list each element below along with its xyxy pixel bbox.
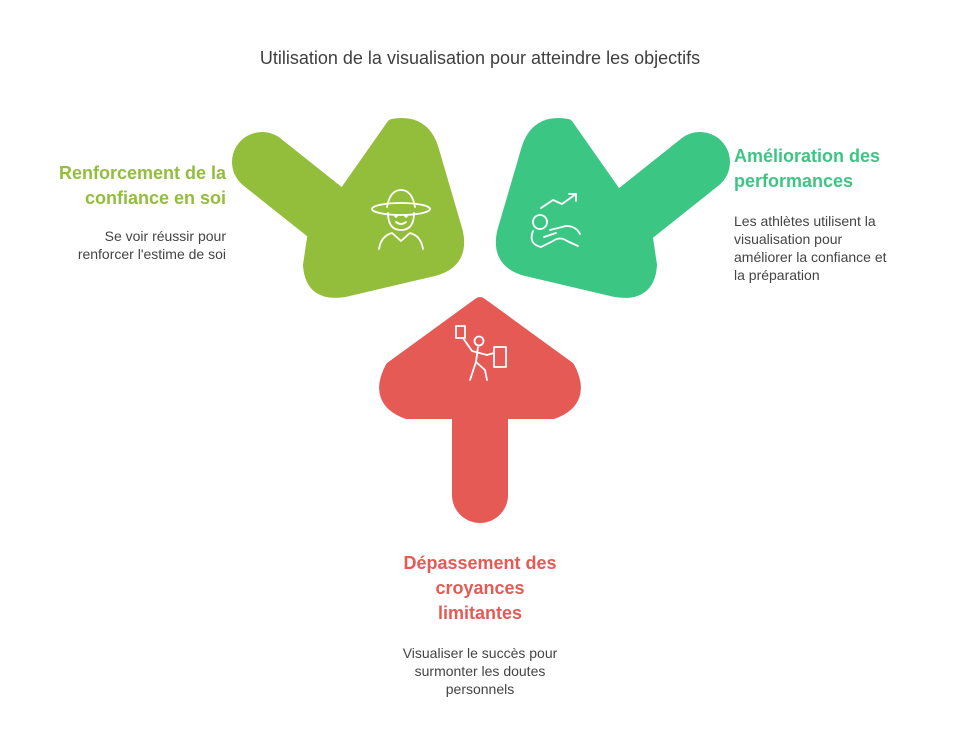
item-right-description-line: visualisation pour (734, 231, 843, 247)
item-bottom-heading-line: croyances (435, 578, 525, 598)
item-left-heading-line: Renforcement de la (58, 163, 226, 183)
item-left-description-line: Se voir réussir pour (104, 228, 226, 244)
item-right-description-line: la préparation (734, 267, 820, 283)
item-bottom-heading-line: Dépassement des (403, 553, 557, 573)
arrow-right (495, 118, 730, 298)
item-bottom-text: Dépassement des croyances limitantes Vis… (360, 551, 600, 698)
item-right-text: Amélioration des performances Les athlèt… (734, 144, 934, 284)
item-left-description-line: renforcer l'estime de soi (77, 246, 226, 262)
item-left-description: Se voir réussir pour renforcer l'estime … (0, 227, 226, 263)
athlete-trend-icon (530, 193, 581, 248)
item-right-description-line: améliorer la confiance et (734, 249, 887, 265)
diagram-title: Utilisation de la visualisation pour att… (259, 48, 701, 68)
item-right-description: Les athlètes utilisent la visualisation … (734, 212, 934, 284)
item-right-heading: Amélioration des performances (734, 144, 934, 194)
item-left-heading-line: confiance en soi (84, 188, 226, 208)
arrow-left (232, 118, 465, 298)
item-bottom-heading-line: limitantes (437, 603, 523, 623)
item-bottom-description-line: Visualiser le succès pour (402, 645, 558, 661)
farmer-hat-person-icon (371, 189, 431, 250)
item-bottom-heading: Dépassement des croyances limitantes (360, 551, 600, 626)
arrow-bottom (379, 297, 581, 523)
person-holding-signs-icon (455, 325, 507, 381)
item-left-text: Renforcement de la confiance en soi Se v… (0, 161, 226, 263)
item-bottom-description: Visualiser le succès pour surmonter les … (360, 644, 600, 698)
item-bottom-description-line: personnels (445, 681, 515, 697)
item-right-description-line: Les athlètes utilisent la (734, 213, 876, 229)
item-bottom-description-line: surmonter les doutes (414, 663, 546, 679)
item-right-heading-line: Amélioration des (734, 146, 881, 166)
item-right-heading-line: performances (734, 171, 854, 191)
item-left-heading: Renforcement de la confiance en soi (0, 161, 226, 211)
